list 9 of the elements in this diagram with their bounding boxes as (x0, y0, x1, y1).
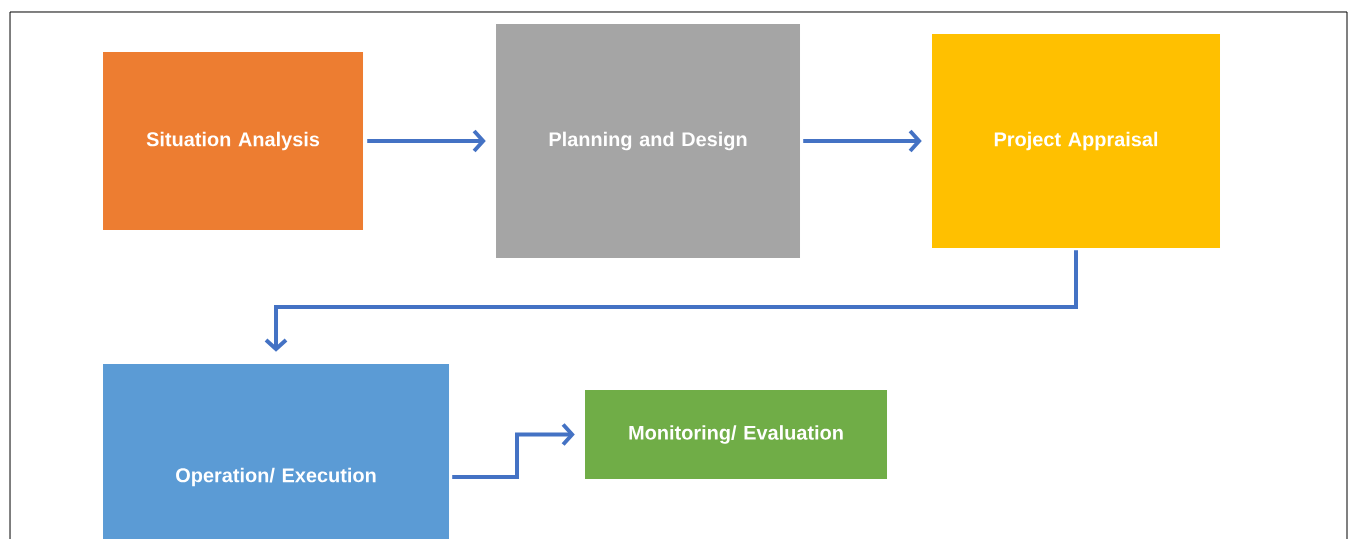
arrow (264, 250, 1078, 352)
process-box: Situation Analysis (103, 52, 363, 230)
arrow (803, 129, 922, 153)
arrow (452, 423, 575, 479)
arrow (367, 129, 486, 153)
process-box: Project Appraisal (932, 34, 1220, 248)
process-box: Operation/ Execution (103, 364, 449, 539)
process-box: Monitoring/ Evaluation (585, 390, 887, 479)
process-box: Planning and Design (496, 24, 800, 258)
